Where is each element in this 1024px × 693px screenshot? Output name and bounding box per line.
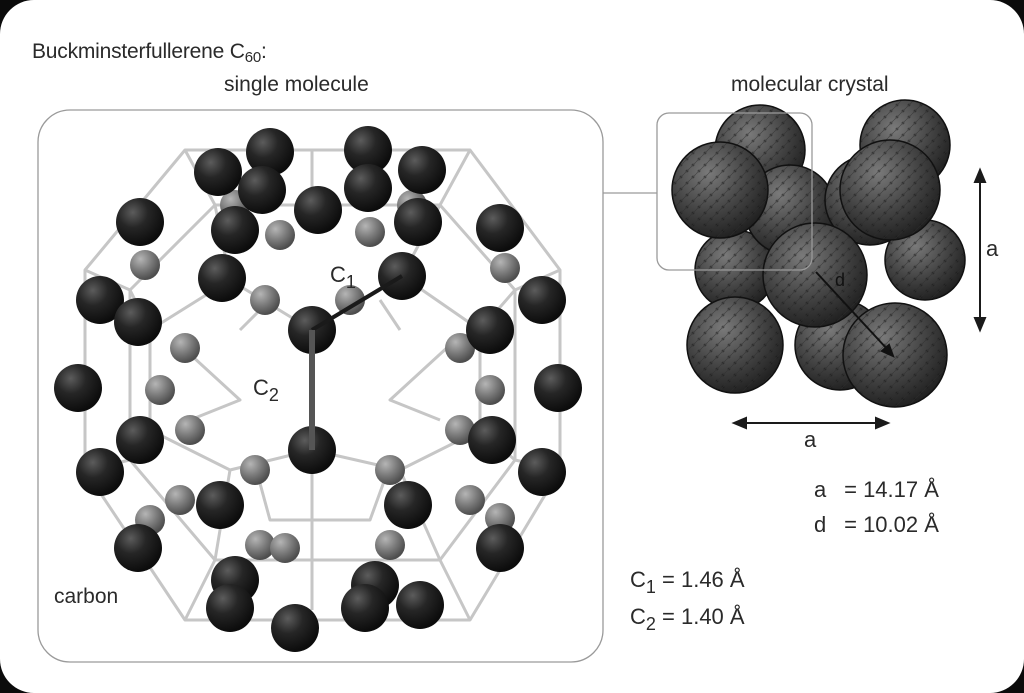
bond-c1-label: C1 xyxy=(330,262,356,292)
distance-d-arrow xyxy=(815,271,895,358)
molecular-crystal-label: molecular crystal xyxy=(731,73,889,96)
carbon-atoms xyxy=(54,126,582,652)
bond-c1-value: C1 = 1.46 Å xyxy=(630,567,745,597)
bond-c2-value: C2 = 1.40 Å xyxy=(630,604,745,634)
carbon-label: carbon xyxy=(54,585,119,608)
lattice-constant-value: a = 14.17 Å xyxy=(814,477,939,502)
crystal-structure xyxy=(671,99,966,408)
single-molecule-label: single molecule xyxy=(224,73,369,96)
bond-c2-label: C2 xyxy=(253,375,279,405)
lattice-a-vertical-label: a xyxy=(986,236,999,261)
bond-c1-line xyxy=(310,274,404,332)
distance-d-label: d xyxy=(835,270,846,290)
figure-title: Buckminsterfullerene C60: xyxy=(32,40,267,66)
lattice-a-horizontal-label: a xyxy=(804,427,817,452)
distance-d-value: d = 10.02 Å xyxy=(814,512,939,537)
molecule-panel xyxy=(37,109,604,663)
crystal-highlight-box xyxy=(656,112,813,271)
lattice-arrows xyxy=(731,167,987,430)
